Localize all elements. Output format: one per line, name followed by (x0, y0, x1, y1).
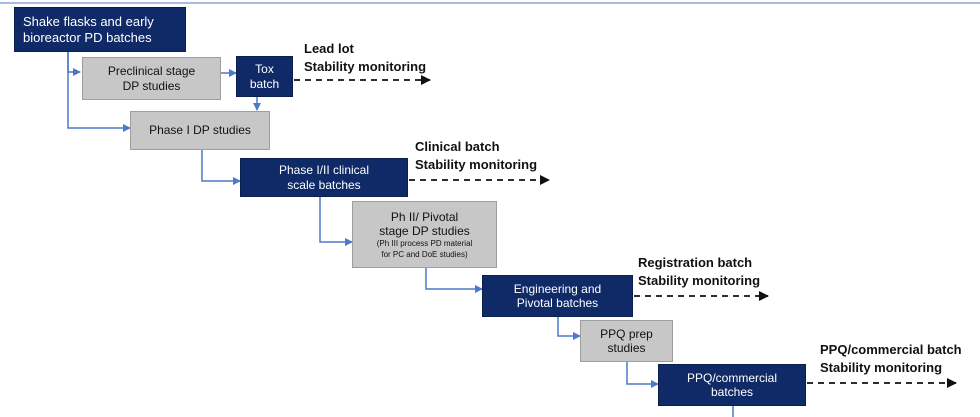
phase12-line-1: Phase I/II clinical (278, 163, 370, 178)
ppq-commercial-batch-line-2: Stability monitoring (820, 359, 943, 375)
lead-lot-line-2: Stability monitoring (304, 58, 427, 74)
phii-subnote-line-1: (Ph III process PD material (376, 239, 473, 249)
preclinical-line-2: DP studies (122, 78, 181, 93)
engineering-box: Engineering and Pivotal batches (482, 275, 633, 317)
lead-lot-note: Lead lot Stability monitoring (304, 40, 426, 75)
phii-subnote-line-2: for PC and DoE studies) (381, 249, 468, 259)
ppq-commercial-batch-line-1: PPQ/commercial batch (820, 342, 962, 357)
phase12-line-2: scale batches (287, 177, 361, 192)
connector-shake-to-phase1 (67, 52, 131, 132)
preclinical-line-1: Preclinical stage (107, 64, 196, 79)
shake-flasks-line-2: bioreactor PD batches (23, 29, 152, 45)
ppq-commercial-line-1: PPQ/commercial (686, 370, 778, 385)
connector-engineering-to-ppq-prep (557, 317, 581, 340)
registration-batch-line-1: Registration batch (638, 255, 753, 270)
phii-line-1: Ph II/ Pivotal (390, 209, 459, 224)
ppq-prep-box: PPQ prep studies (580, 320, 673, 362)
connector-phii-to-engineering (425, 268, 483, 293)
engineering-line-1: Engineering and (513, 281, 602, 296)
tox-batch-box: Tox batch (236, 56, 293, 97)
lead-lot-line-1: Lead lot (304, 41, 354, 56)
clinical-batch-line-2: Stability monitoring (415, 156, 538, 172)
phase12-box: Phase I/II clinical scale batches (240, 158, 408, 197)
shake-flasks-box: Shake flasks and early bioreactor PD bat… (14, 7, 186, 52)
preclinical-box: Preclinical stage DP studies (82, 57, 221, 100)
ppq-commercial-line-2: batches (710, 385, 754, 399)
registration-batch-line-2: Stability monitoring (638, 272, 761, 288)
tox-line-2: batch (249, 76, 280, 91)
shake-flasks-line-1: Shake flasks and early (23, 13, 154, 29)
registration-batch-note: Registration batch Stability monitoring (638, 254, 760, 289)
connector-phase1-to-phase12 (201, 150, 241, 185)
connector-shake-to-preclinical (67, 52, 81, 76)
clinical-batch-note: Clinical batch Stability monitoring (415, 138, 537, 173)
ppq-commercial-box: PPQ/commercial batches (658, 364, 806, 406)
connector-ppq-prep-to-commercial (626, 362, 659, 388)
connector-phase12-to-phii (319, 197, 353, 246)
clinical-batch-line-1: Clinical batch (415, 139, 500, 154)
ppq-prep-line-1: PPQ prep (600, 326, 653, 341)
phase1-line-1: Phase I DP studies (149, 123, 251, 138)
ppq-prep-line-2: studies (607, 341, 646, 355)
phii-pivotal-box: Ph II/ Pivotal stage DP studies (Ph III … (352, 201, 497, 268)
ppq-commercial-batch-note: PPQ/commercial batch Stability monitorin… (820, 341, 962, 376)
phase1-box: Phase I DP studies (130, 111, 270, 150)
tox-line-1: Tox (255, 62, 274, 77)
phii-line-2: stage DP studies (379, 223, 470, 238)
engineering-line-2: Pivotal batches (516, 296, 599, 310)
